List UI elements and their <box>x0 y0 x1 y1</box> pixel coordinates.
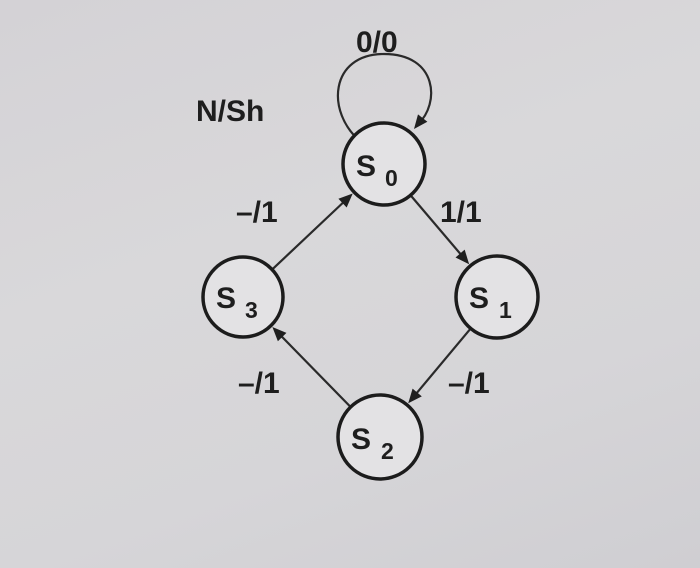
state-s2: S 2 <box>336 393 424 481</box>
state-s2-subscript: 2 <box>381 438 394 464</box>
edge-s1-s2-arrowhead <box>408 388 422 404</box>
state-s0-label: S <box>356 150 376 183</box>
state-s1: S 1 <box>454 254 540 340</box>
state-s0-subscript: 0 <box>385 165 398 191</box>
edge-s3-s0-arrowhead <box>338 193 353 208</box>
transition-label-s1-s2: –/1 <box>448 367 490 400</box>
header-label: N/Sh <box>196 95 264 128</box>
self-loop-s0-arc <box>337 52 433 143</box>
edge-s0-s1-arrowhead <box>455 249 470 265</box>
edge-s0-s1 <box>409 194 464 258</box>
state-s1-subscript: 1 <box>499 297 512 323</box>
state-s0: S 0 <box>341 121 427 207</box>
edge-s3-s0 <box>271 199 347 271</box>
state-s3: S 3 <box>201 255 285 339</box>
state-s2-label: S <box>351 423 371 456</box>
transition-edges <box>271 193 472 408</box>
edge-s1-s2 <box>413 327 472 397</box>
self-loop-s0-arrowhead <box>414 114 428 129</box>
edge-s2-s3 <box>278 333 352 408</box>
state-s3-label: S <box>216 282 236 315</box>
edge-s2-s3-arrowhead <box>272 327 287 342</box>
state-s3-subscript: 3 <box>245 297 258 323</box>
transition-label-s0-s1: 1/1 <box>440 196 482 229</box>
transition-label-s3-s0: –/1 <box>236 196 278 229</box>
transition-label-s2-s3: –/1 <box>238 367 280 400</box>
transition-label-s0-s0: 0/0 <box>356 26 398 59</box>
state-s1-label: S <box>469 282 489 315</box>
